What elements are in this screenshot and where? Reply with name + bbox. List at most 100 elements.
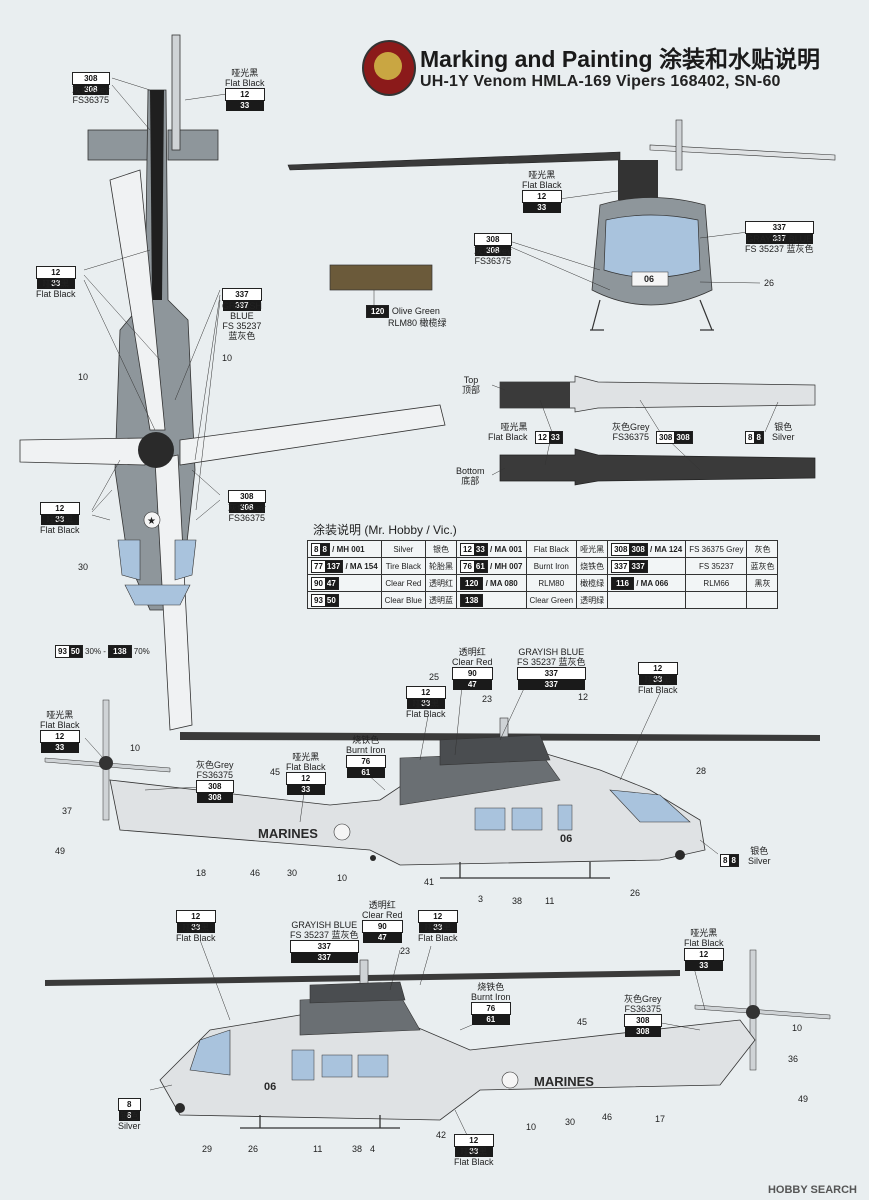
legend-color-zh: 蓝灰色 bbox=[746, 557, 779, 575]
part-callout: 41 bbox=[424, 877, 435, 887]
legend-color-name: RLM80 bbox=[525, 574, 578, 592]
legend-color-name: Clear Red bbox=[380, 574, 427, 592]
part-callout: 4 bbox=[370, 1144, 376, 1154]
svg-text:★: ★ bbox=[147, 516, 156, 527]
legend-color-name: Clear Green bbox=[525, 591, 578, 609]
part-callout: 30 bbox=[565, 1117, 576, 1127]
part-callout: 26 bbox=[630, 888, 641, 898]
part-callout: 38 bbox=[512, 896, 523, 906]
part-callout: 12 bbox=[578, 692, 589, 702]
part-callout: 42 bbox=[436, 1130, 447, 1140]
part-callout: 11 bbox=[545, 896, 555, 906]
legend-color-name: FS 36375 Grey bbox=[685, 540, 748, 558]
part-callout: 23 bbox=[482, 694, 493, 704]
part-callout: 17 bbox=[655, 1114, 666, 1124]
part-callout: 11 bbox=[313, 1144, 323, 1154]
part-callout: 10 bbox=[337, 873, 348, 883]
part-callout: 36 bbox=[788, 1054, 799, 1064]
legend-color-name bbox=[685, 591, 748, 609]
legend-color-zh: 透明绿 bbox=[576, 591, 609, 609]
decal-modex-2: 06 bbox=[264, 1081, 277, 1093]
part-callout: 30 bbox=[287, 868, 298, 878]
part-callout: 38 bbox=[352, 1144, 363, 1154]
front-modex: 06 bbox=[644, 274, 655, 284]
decal-modex-1: 06 bbox=[560, 833, 573, 845]
legend-color-zh: 透明蓝 bbox=[425, 591, 458, 609]
decal-marines-1: MARINES bbox=[258, 826, 318, 841]
rotor-blade-bottom-view bbox=[499, 448, 816, 486]
part-callout: 46 bbox=[250, 868, 261, 878]
decal-marines-2: MARINES bbox=[534, 1074, 594, 1089]
legend-code: 120 / MA 080 bbox=[456, 574, 527, 592]
legend-color-name: Clear Blue bbox=[380, 591, 427, 609]
legend-color-zh: 银色 bbox=[425, 540, 458, 558]
legend-color-zh: 橄榄绿 bbox=[576, 574, 609, 592]
part-callout: 25 bbox=[429, 672, 440, 682]
squadron-insignia bbox=[362, 40, 416, 96]
legend-color-zh: 烧铁色 bbox=[576, 557, 609, 575]
callout-top-2: 10 bbox=[78, 372, 89, 382]
part-callout: 23 bbox=[400, 946, 411, 956]
part-callout: 49 bbox=[55, 846, 66, 856]
part-callout: 49 bbox=[798, 1094, 809, 1104]
part-callout: 10 bbox=[792, 1023, 803, 1033]
label-olive: 120 Olive Green RLM80 橄榄绿 bbox=[366, 305, 447, 328]
page-subtitle: UH-1Y Venom HMLA-169 Vipers 168402, SN-6… bbox=[420, 73, 781, 90]
part-callout: 45 bbox=[270, 767, 281, 777]
side-view-left bbox=[44, 699, 820, 879]
part-callout: 3 bbox=[478, 894, 484, 904]
legend-color-name: Silver bbox=[380, 540, 427, 558]
part-callout: 29 bbox=[202, 1144, 213, 1154]
legend-color-zh bbox=[746, 591, 779, 609]
legend-color-name: Tire Black bbox=[380, 557, 427, 575]
front-view-helicopter bbox=[287, 119, 836, 331]
legend-color-zh: 轮胎黑 bbox=[425, 557, 458, 575]
part-callout: 10 bbox=[130, 743, 141, 753]
watermark: HOBBY SEARCH bbox=[767, 1184, 857, 1196]
legend-color-zh: 灰色 bbox=[746, 540, 779, 558]
part-callout: 45 bbox=[577, 1017, 588, 1027]
legend-color-zh: 黑灰 bbox=[746, 574, 779, 592]
legend-color-name: RLM66 bbox=[685, 574, 748, 592]
part-callout: 28 bbox=[696, 766, 707, 776]
legend-code bbox=[607, 591, 687, 609]
legend-color-name: FS 35237 bbox=[685, 557, 748, 575]
